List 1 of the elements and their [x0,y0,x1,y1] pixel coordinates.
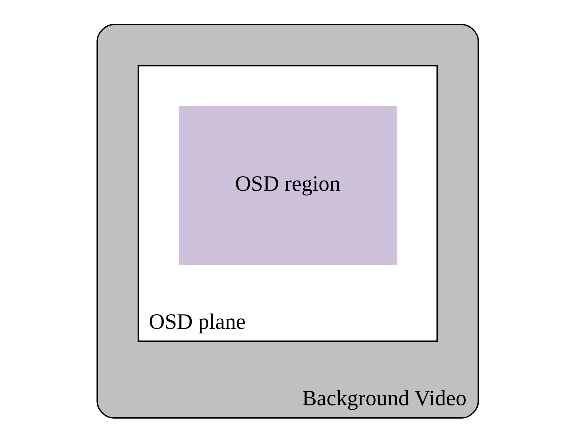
node-box: OSD region [179,106,397,266]
